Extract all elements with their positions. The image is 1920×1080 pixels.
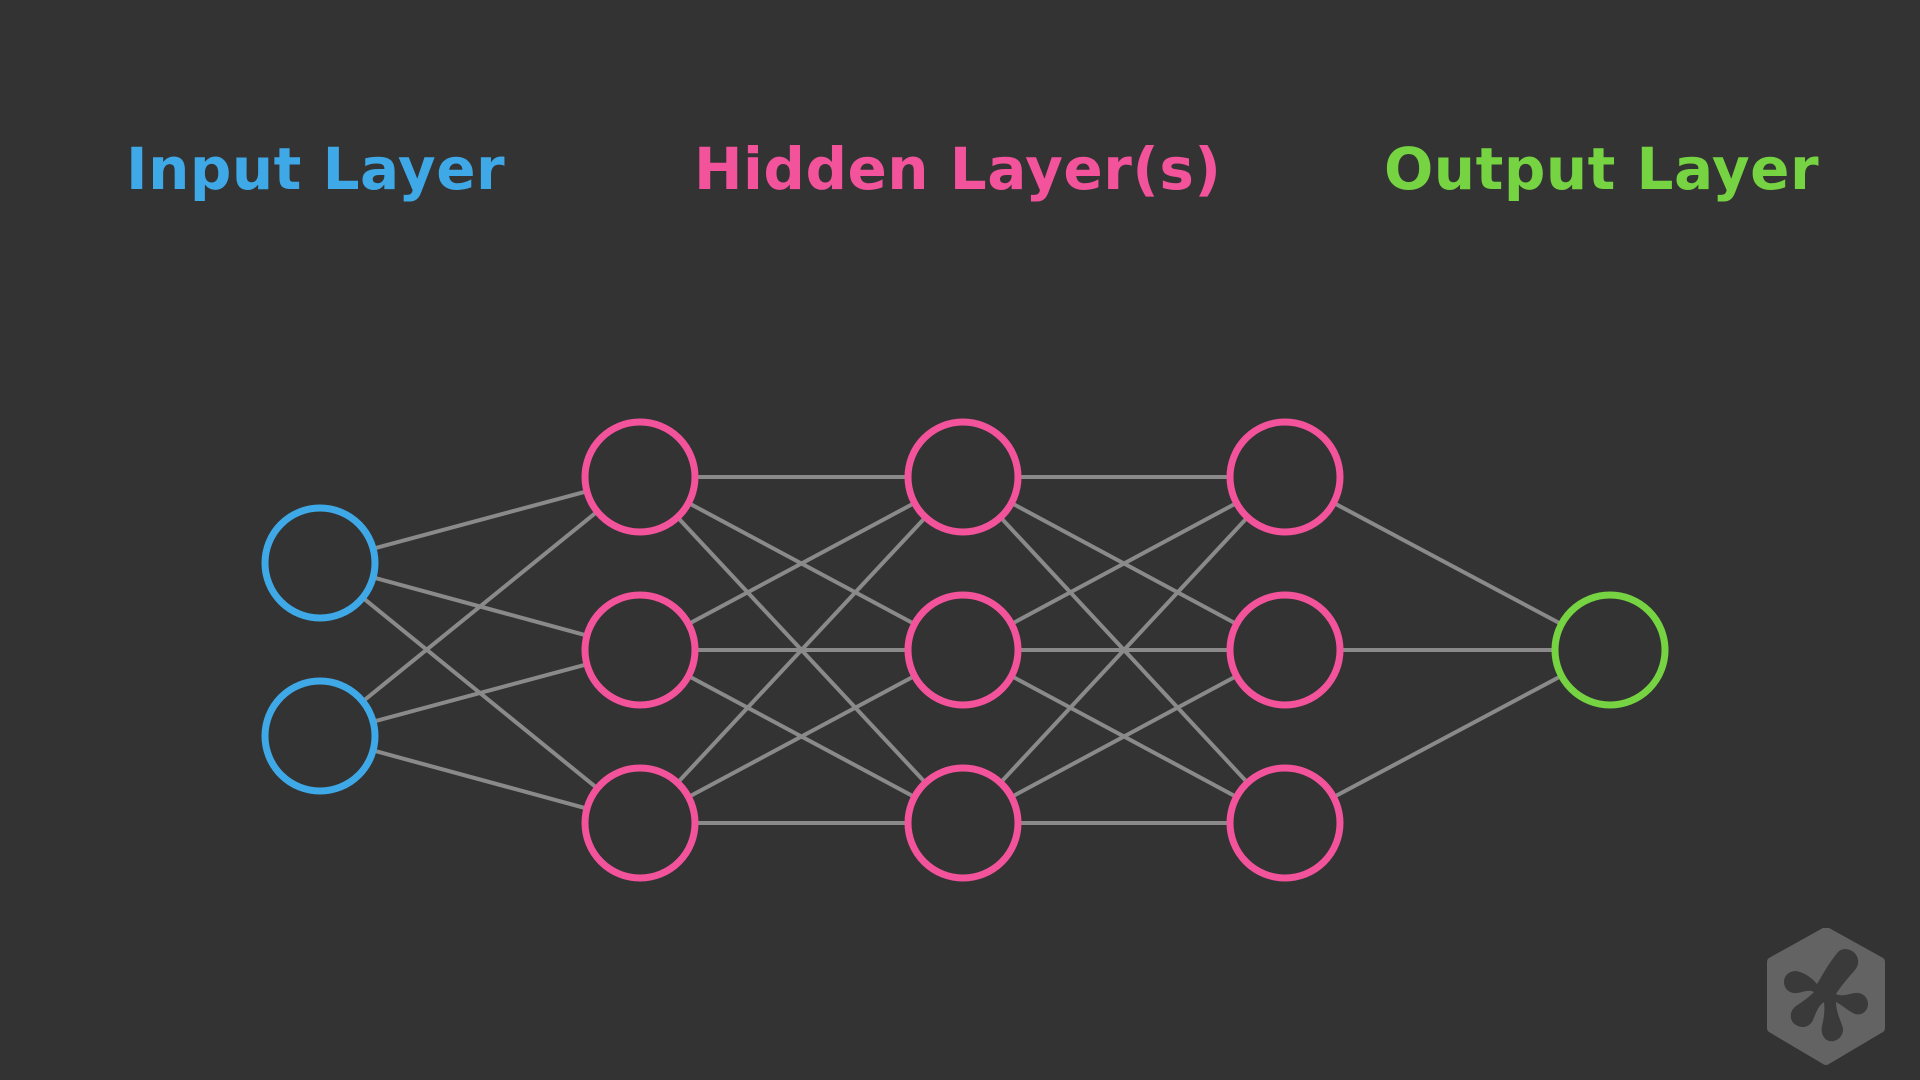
neuron-node-h1_3[interactable]	[581, 764, 699, 882]
connection-edge	[371, 662, 589, 724]
layer-label-output: Output Layer	[1384, 135, 1820, 203]
neuron-splat-icon	[1784, 948, 1868, 1042]
neuron-node-i1[interactable]	[261, 504, 379, 622]
connection-edges	[360, 475, 1564, 825]
neuron-nodes	[261, 418, 1669, 882]
connection-edge	[371, 748, 589, 811]
brand-watermark-logo	[1767, 928, 1885, 1065]
layer-label-input: Input Layer	[126, 135, 506, 203]
connection-edge	[1331, 500, 1564, 627]
connection-edge	[686, 673, 917, 800]
neuron-node-h1_2[interactable]	[581, 591, 699, 709]
neuron-node-h2_3[interactable]	[904, 764, 1022, 882]
neuron-node-h1_1[interactable]	[581, 418, 699, 536]
layer-label-hidden: Hidden Layer(s)	[694, 135, 1222, 203]
neuron-node-h3_3[interactable]	[1226, 764, 1344, 882]
neuron-node-h3_1[interactable]	[1226, 418, 1344, 536]
neuron-node-h3_2[interactable]	[1226, 591, 1344, 709]
neuron-node-i2[interactable]	[261, 677, 379, 795]
neuron-node-o1[interactable]	[1551, 591, 1669, 709]
connection-edge	[371, 489, 589, 551]
neuron-node-h2_1[interactable]	[904, 418, 1022, 536]
connection-edge	[1009, 501, 1239, 626]
neuron-node-h2_2[interactable]	[904, 591, 1022, 709]
connection-edge	[686, 500, 917, 627]
connection-edge	[360, 509, 600, 704]
connection-edge	[1331, 673, 1564, 800]
connection-edge	[1009, 674, 1239, 799]
connection-edge	[675, 515, 928, 785]
connection-edge	[998, 515, 1250, 785]
